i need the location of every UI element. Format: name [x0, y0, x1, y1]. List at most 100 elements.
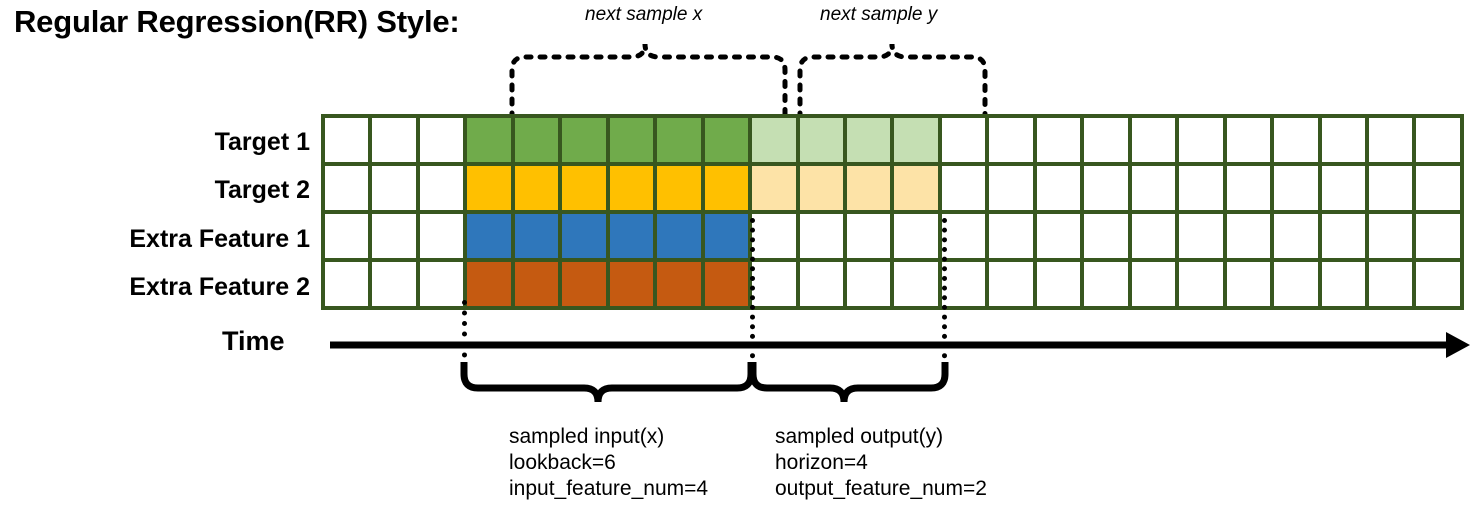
cell-target-1-t10: [799, 118, 843, 162]
cell-extra-feature-1-t5: [562, 214, 606, 258]
cell-target-1-t0: [325, 118, 369, 162]
caption-output-line-2: horizon=4: [775, 451, 868, 474]
cell-target-2-t2: [419, 166, 464, 210]
timeline-grid: [321, 114, 1464, 310]
cell-extra-feature-1-t20: [1274, 214, 1318, 258]
cell-extra-feature-2-t8: [704, 262, 749, 306]
cell-extra-feature-2-t5: [562, 262, 606, 306]
cell-extra-feature-1-t23: [1416, 214, 1460, 258]
cell-target-1-t3: [467, 118, 511, 162]
cell-extra-feature-1-t7: [657, 214, 701, 258]
cell-target-1-t21: [1321, 118, 1365, 162]
cell-target-2-t12: [894, 166, 938, 210]
cell-target-2-t3: [467, 166, 511, 210]
cell-extra-feature-1-t2: [419, 214, 464, 258]
brace-next-sample-x: [509, 43, 788, 120]
cell-target-2-t11: [846, 166, 891, 210]
cell-target-1-t4: [514, 118, 559, 162]
row-label-extra-feature-1: Extra Feature 1: [129, 225, 310, 253]
cell-target-2-t18: [1179, 166, 1223, 210]
caption-output-line-1: sampled output(y): [775, 425, 944, 448]
cell-target-2-t15: [1036, 166, 1081, 210]
cell-target-2-t1: [372, 166, 416, 210]
guide-line-output-end: [942, 218, 947, 368]
cell-target-1-t23: [1416, 118, 1460, 162]
top-brace-group: [509, 43, 988, 120]
cell-target-1-t20: [1274, 118, 1318, 162]
cell-target-2-t8: [704, 166, 749, 210]
cell-target-1-t14: [989, 118, 1033, 162]
guide-line-input-end: [750, 218, 755, 368]
cell-target-2-t21: [1321, 166, 1365, 210]
cell-extra-feature-2-t22: [1368, 262, 1413, 306]
cell-target-2-t14: [989, 166, 1033, 210]
cell-extra-feature-1-t18: [1179, 214, 1223, 258]
cell-extra-feature-2-t23: [1416, 262, 1460, 306]
cell-extra-feature-2-t16: [1084, 262, 1128, 306]
cell-extra-feature-2-t4: [514, 262, 559, 306]
cell-target-1-t15: [1036, 118, 1081, 162]
table-row: [325, 118, 1460, 162]
cell-extra-feature-2-t21: [1321, 262, 1365, 306]
row-label-target-1: Target 1: [214, 128, 310, 156]
cell-extra-feature-1-t9: [752, 214, 796, 258]
cell-target-2-t23: [1416, 166, 1460, 210]
cell-target-1-t17: [1131, 118, 1176, 162]
annotation-next-sample-y: next sample y: [820, 4, 938, 25]
table-row: [325, 214, 1460, 258]
cell-target-1-t1: [372, 118, 416, 162]
caption-input-line-1: sampled input(x): [509, 425, 665, 448]
cell-target-2-t7: [657, 166, 701, 210]
cell-extra-feature-1-t14: [989, 214, 1033, 258]
cell-extra-feature-1-t8: [704, 214, 749, 258]
cell-extra-feature-1-t19: [1226, 214, 1271, 258]
cell-target-2-t22: [1368, 166, 1413, 210]
brace-sampled-output: [749, 362, 949, 403]
cell-target-2-t9: [752, 166, 796, 210]
cell-target-1-t8: [704, 118, 749, 162]
annotation-next-sample-x: next sample x: [585, 4, 703, 25]
cell-target-2-t10: [799, 166, 843, 210]
cell-target-1-t22: [1368, 118, 1413, 162]
cell-extra-feature-1-t16: [1084, 214, 1128, 258]
cell-extra-feature-2-t19: [1226, 262, 1271, 306]
caption-sampled-input: sampled input(x) lookback=6 input_featur…: [509, 424, 708, 502]
cell-extra-feature-2-t11: [846, 262, 891, 306]
cell-extra-feature-2-t7: [657, 262, 701, 306]
cell-extra-feature-1-t1: [372, 214, 416, 258]
cell-extra-feature-1-t22: [1368, 214, 1413, 258]
cell-target-2-t6: [609, 166, 654, 210]
table-row: [325, 166, 1460, 210]
time-axis-arrow: [330, 332, 1470, 358]
caption-sampled-output: sampled output(y) horizon=4 output_featu…: [775, 424, 987, 502]
cell-extra-feature-2-t6: [609, 262, 654, 306]
cell-extra-feature-2-t12: [894, 262, 938, 306]
guide-line-input-start: [462, 300, 467, 368]
cell-target-1-t19: [1226, 118, 1271, 162]
cell-target-1-t12: [894, 118, 938, 162]
cell-extra-feature-2-t15: [1036, 262, 1081, 306]
cell-extra-feature-2-t0: [325, 262, 369, 306]
caption-input-line-3: input_feature_num=4: [509, 477, 709, 500]
table-row: [325, 262, 1460, 306]
cell-target-1-t2: [419, 118, 464, 162]
cell-target-1-t13: [941, 118, 986, 162]
cell-target-2-t20: [1274, 166, 1318, 210]
cell-extra-feature-2-t1: [372, 262, 416, 306]
row-label-target-2: Target 2: [214, 176, 310, 204]
cell-target-1-t7: [657, 118, 701, 162]
cell-extra-feature-1-t4: [514, 214, 559, 258]
cell-target-1-t9: [752, 118, 796, 162]
cell-target-1-t6: [609, 118, 654, 162]
cell-extra-feature-2-t18: [1179, 262, 1223, 306]
cell-target-1-t5: [562, 118, 606, 162]
cell-extra-feature-1-t6: [609, 214, 654, 258]
cell-extra-feature-2-t17: [1131, 262, 1176, 306]
cell-extra-feature-2-t14: [989, 262, 1033, 306]
cell-extra-feature-2-t10: [799, 262, 843, 306]
row-label-extra-feature-2: Extra Feature 2: [129, 273, 310, 301]
cell-target-1-t11: [846, 118, 891, 162]
cell-target-2-t19: [1226, 166, 1271, 210]
cell-extra-feature-1-t3: [467, 214, 511, 258]
